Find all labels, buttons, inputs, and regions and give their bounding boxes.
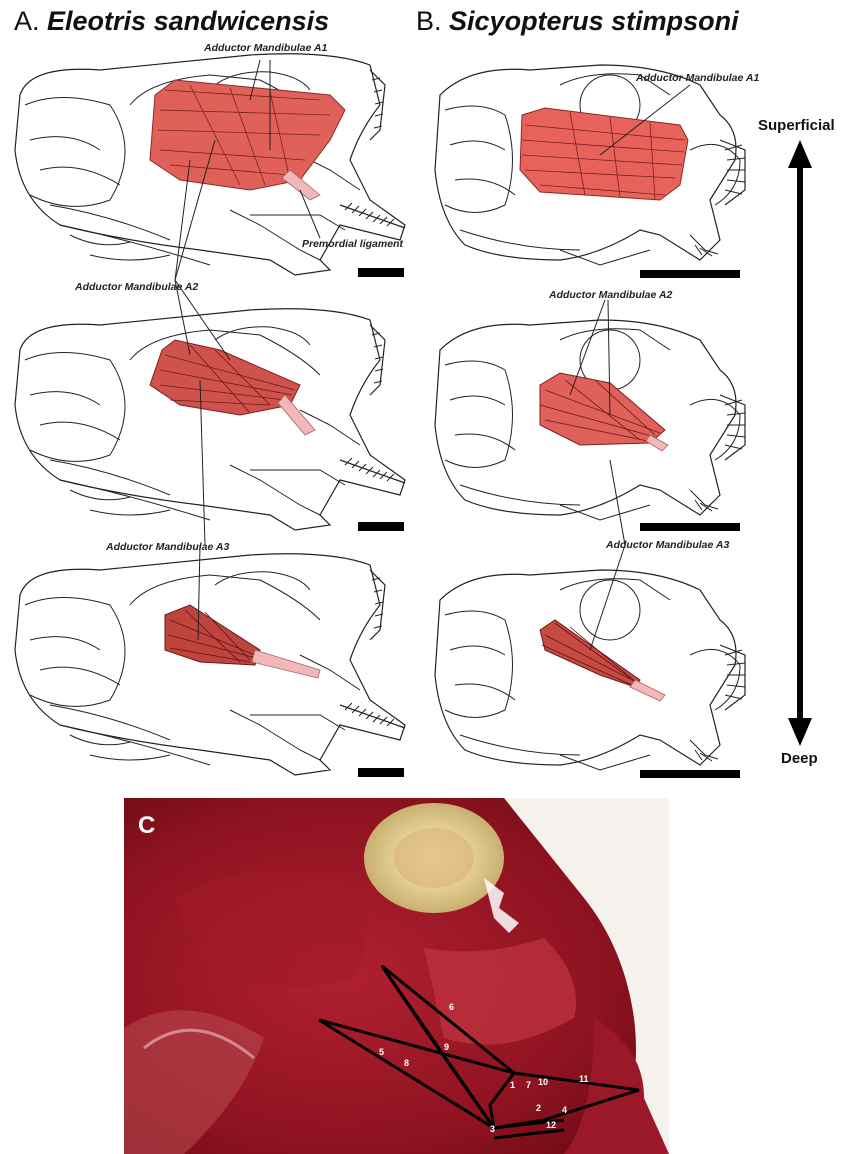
landmark-2: 2 [536,1103,541,1113]
panel-a-row-3 [15,554,405,777]
label-a3-panel-a: Adductor Mandibulae A3 [106,541,229,553]
landmark-11: 11 [579,1074,589,1084]
scale-bar [358,268,404,277]
depth-arrow [788,140,812,746]
panel-b-row-2 [435,320,745,531]
axis-superficial: Superficial [758,117,835,134]
landmark-3: 3 [490,1124,495,1134]
panel-c-photo: 1 2 3 4 5 6 7 8 9 10 11 12 [124,798,669,1154]
dissection-diagrams [0,0,850,800]
landmark-8: 8 [404,1058,409,1068]
label-a2-panel-a: Adductor Mandibulae A2 [75,281,198,293]
landmark-5: 5 [379,1047,384,1057]
label-a3-panel-b: Adductor Mandibulae A3 [606,539,729,551]
panel-a-row-2 [15,309,405,531]
panel-b-row-3 [435,570,745,778]
landmark-12: 12 [546,1120,556,1130]
panel-b-row-1 [435,65,745,278]
landmark-10: 10 [538,1077,548,1087]
landmark-1: 1 [510,1080,515,1090]
landmark-4: 4 [562,1105,567,1115]
panel-c-letter: C [138,812,155,840]
label-a2-panel-b: Adductor Mandibulae A2 [549,289,672,301]
label-ligament: Premordial ligament [302,238,403,250]
label-a1-panel-b: Adductor Mandibulae A1 [636,72,759,84]
axis-deep: Deep [781,750,818,767]
photo-rendering: 1 2 3 4 5 6 7 8 9 10 11 12 [124,798,669,1154]
landmark-7: 7 [526,1080,531,1090]
label-a1-panel-a: Adductor Mandibulae A1 [204,42,327,54]
landmark-9: 9 [444,1042,449,1052]
landmark-6: 6 [449,1002,454,1012]
